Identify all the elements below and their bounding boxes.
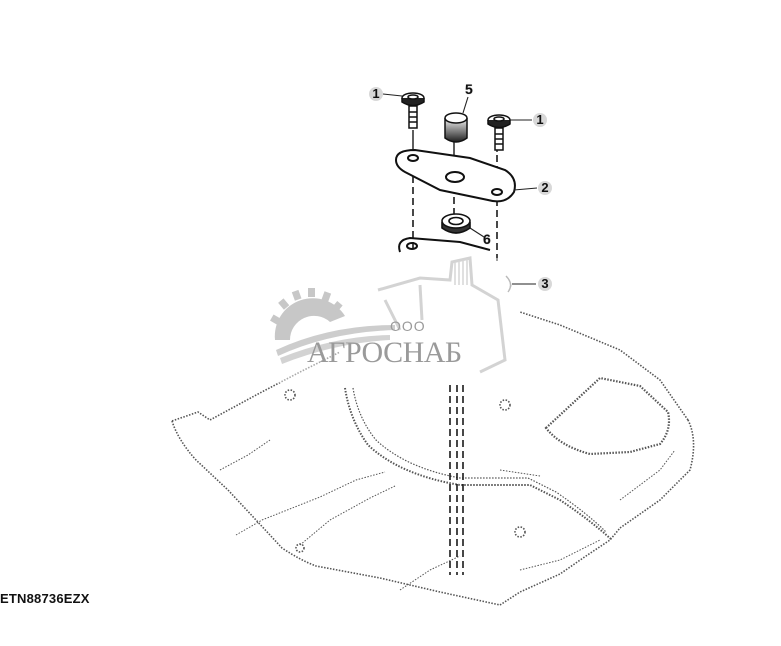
flange-plate	[394, 148, 516, 203]
plug	[444, 112, 468, 143]
bolt-right	[487, 114, 511, 151]
callout-2: 2	[538, 181, 552, 195]
grommet	[441, 213, 471, 234]
watermark-logo	[246, 256, 511, 383]
callout-1-right: 1	[533, 113, 547, 127]
watermark-name: АГРОСНАБ	[307, 336, 462, 369]
gasket	[398, 236, 512, 293]
figure-id: ETN88736EZX	[0, 591, 90, 606]
callout-5: 5	[465, 81, 473, 97]
leader-lines	[382, 93, 538, 285]
floor-panel	[171, 311, 695, 606]
watermark-prefix: ООО	[390, 318, 426, 334]
bolt-left	[401, 92, 425, 129]
callout-1-left: 1	[369, 87, 383, 101]
callout-6: 6	[483, 231, 491, 247]
callout-3: 3	[538, 277, 552, 291]
